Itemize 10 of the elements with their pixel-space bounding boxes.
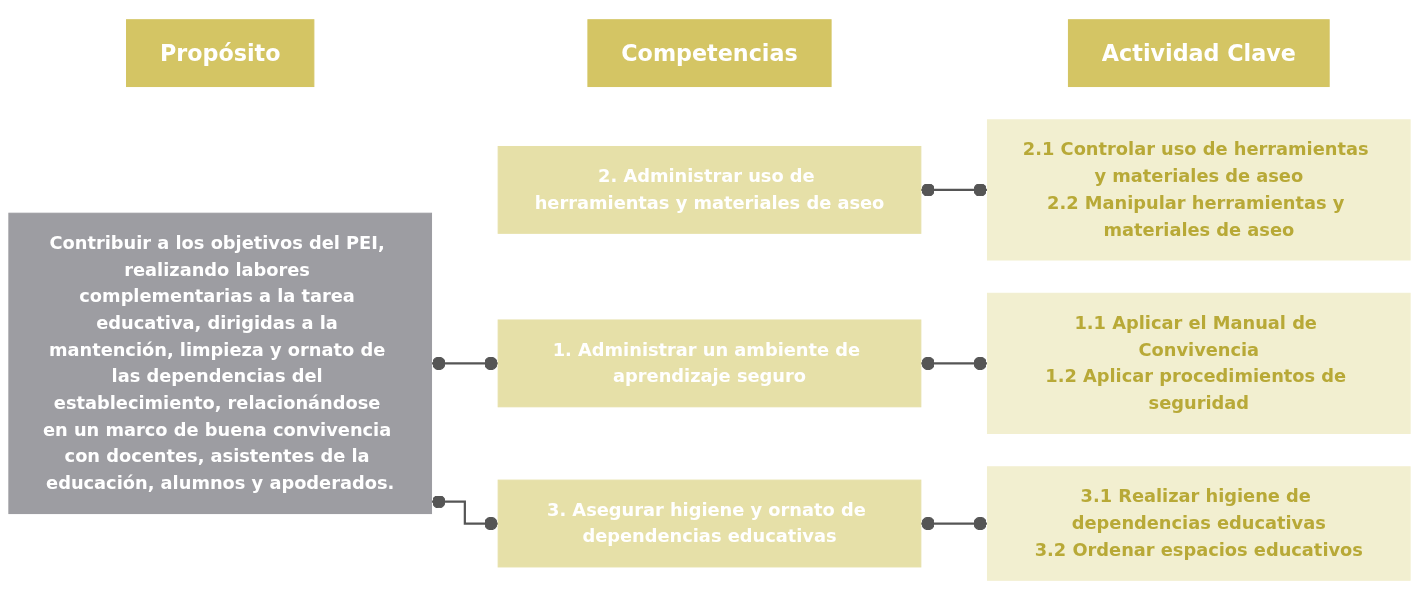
node-box: 1. Administrar un ambiente de aprendizaje seguro [497, 319, 922, 408]
node-box: Actividad Clave [1067, 19, 1330, 88]
node-box: Competencias [587, 19, 832, 88]
node-box: Propósito [126, 19, 315, 88]
node-box: 2.1 Controlar uso de herramientas y materiales de aseo 2.2 Manipular herramientas y materiales de aseo [986, 119, 1411, 261]
node-box: 2. Administrar uso de herramientas y materiales de aseo [497, 145, 922, 234]
node-box: 1.1 Aplicar el Manual de Convivencia 1.2 Aplicar procedimientos de seguridad [986, 292, 1411, 434]
node-box: Contribuir a los objetivos del PEI, realizando labores complementarias a la tarea educativa, dirigidas a la mantención, limpieza y ornato de las dependencias del establecimiento, relacionándose en un marco de buena convivencia con docentes, asistentes de la educación, alumnos y apoderados. [8, 212, 433, 515]
node-box: 3. Asegurar higiene y ornato de dependencias educativas [497, 479, 922, 568]
node-box: 3.1 Realizar higiene de dependencias educativas 3.2 Ordenar espacios educativos [986, 466, 1411, 581]
